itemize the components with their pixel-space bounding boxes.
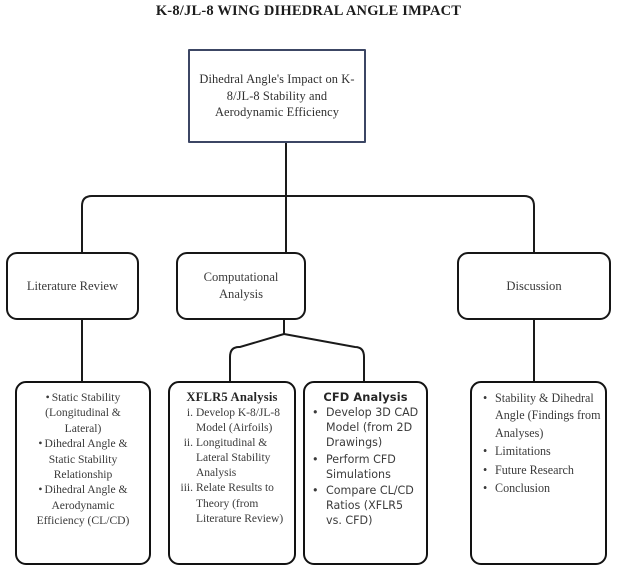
leaf-discussion[interactable]: • Stability & Dihedral Angle (Findings fr… [470, 381, 607, 565]
list-item: • Develop 3D CAD Model (from 2D Drawings) [309, 405, 422, 451]
list-item: • Compare CL/CD Ratios (XFLR5 vs. CFD) [309, 483, 422, 529]
bullet-icon: • [38, 437, 43, 451]
list-item-text: Limitations [495, 444, 551, 459]
bullet-icon: • [312, 406, 319, 419]
list-item: •Dihedral Angle & Static Stability Relat… [21, 436, 145, 482]
connector-comp-right [283, 333, 365, 381]
leaf-xflr5-heading: XFLR5 Analysis [186, 390, 278, 404]
bullet-icon: • [38, 483, 43, 497]
list-item-text: Develop K-8/JL-8 Model (Airfoils) [196, 407, 280, 435]
bullet-icon: • [312, 452, 319, 466]
leaf-discussion-body: • Stability & Dihedral Angle (Findings fr… [472, 390, 605, 498]
list-marker: ii. [183, 437, 193, 450]
node-root[interactable]: Dihedral Angle's Impact on K-8/JL-8 Stab… [188, 49, 366, 143]
list-item-text: Dihedral Angle & Aerodynamic Efficiency … [36, 483, 130, 528]
node-literature-review-label: Literature Review [26, 278, 119, 293]
list-item: • Stability & Dihedral Angle (Findings fr… [476, 390, 601, 442]
list-item-text: Future Research [495, 462, 574, 477]
node-computational-analysis[interactable]: Computational Analysis [176, 252, 306, 320]
leaf-literature-review-body: •Static Stability (Longitudinal & Latera… [17, 390, 149, 529]
list-item: • Future Research [476, 462, 601, 479]
leaf-literature-review[interactable]: •Static Stability (Longitudinal & Latera… [15, 381, 151, 565]
list-item: • Limitations [476, 443, 601, 460]
bullet-icon: • [483, 462, 488, 477]
list-item-text: Relate Results to Theory (from Literatur… [196, 482, 284, 525]
list-item-text: Static Stability (Longitudinal & Lateral… [45, 391, 121, 435]
node-computational-analysis-label: Computational Analysis [203, 270, 279, 301]
list-item: • Conclusion [476, 480, 601, 497]
leaf-xflr5-analysis[interactable]: XFLR5 Analysis i.Develop K-8/JL-8 Model … [168, 381, 296, 565]
list-item-text: Dihedral Angle & Static Stability Relati… [44, 437, 128, 482]
bullet-icon: • [45, 391, 50, 404]
connector-bus-left [81, 195, 286, 252]
node-discussion[interactable]: Discussion [457, 252, 611, 320]
list-item-text: Conclusion [495, 481, 551, 496]
list-item: i.Develop K-8/JL-8 Model (Airfoils) [174, 406, 290, 436]
list-item-text: Perform CFD Simulations [326, 452, 396, 481]
list-item-text: Develop 3D CAD Model (from 2D Drawings) [326, 406, 419, 450]
leaf-xflr5-list: i.Develop K-8/JL-8 Model (Airfoils) ii.L… [174, 406, 290, 527]
leaf-xflr5-body: i.Develop K-8/JL-8 Model (Airfoils) ii.L… [170, 406, 294, 527]
list-item: iii.Relate Results to Theory (from Liter… [174, 481, 290, 526]
list-item-text: Stability & Dihedral Angle (Findings fro… [495, 391, 601, 440]
leaf-cfd-body: • Develop 3D CAD Model (from 2D Drawings)… [305, 405, 426, 530]
leaf-cfd-analysis[interactable]: CFD Analysis • Develop 3D CAD Model (from… [303, 381, 428, 565]
bullet-icon: • [483, 481, 488, 496]
list-item-text: Compare CL/CD Ratios (XFLR5 vs. CFD) [326, 484, 414, 528]
list-item: •Static Stability (Longitudinal & Latera… [21, 390, 145, 436]
chart-title: K-8/JL-8 WING DIHEDRAL ANGLE IMPACT [155, 3, 462, 19]
leaf-cfd-list: • Develop 3D CAD Model (from 2D Drawings)… [309, 405, 422, 529]
connector-comp-left [229, 333, 285, 381]
node-discussion-label: Discussion [506, 278, 562, 293]
bullet-icon: • [312, 484, 319, 498]
list-item-text: Longitudinal & Lateral Stability Analysi… [196, 437, 271, 480]
leaf-literature-review-list: •Static Stability (Longitudinal & Latera… [21, 390, 145, 529]
bullet-icon: • [483, 444, 488, 459]
node-literature-review[interactable]: Literature Review [6, 252, 139, 320]
leaf-discussion-list: • Stability & Dihedral Angle (Findings fr… [476, 390, 601, 497]
list-marker: i. [186, 407, 193, 419]
list-item: ii.Longitudinal & Lateral Stability Anal… [174, 436, 290, 481]
connector-bus-right [286, 195, 535, 252]
list-item: • Perform CFD Simulations [309, 452, 422, 482]
list-marker: iii. [180, 482, 193, 495]
list-item: •Dihedral Angle & Aerodynamic Efficiency… [21, 482, 145, 528]
leaf-cfd-heading: CFD Analysis [323, 390, 408, 404]
node-root-label: Dihedral Angle's Impact on K-8/JL-8 Stab… [199, 72, 355, 120]
bullet-icon: • [483, 391, 488, 405]
